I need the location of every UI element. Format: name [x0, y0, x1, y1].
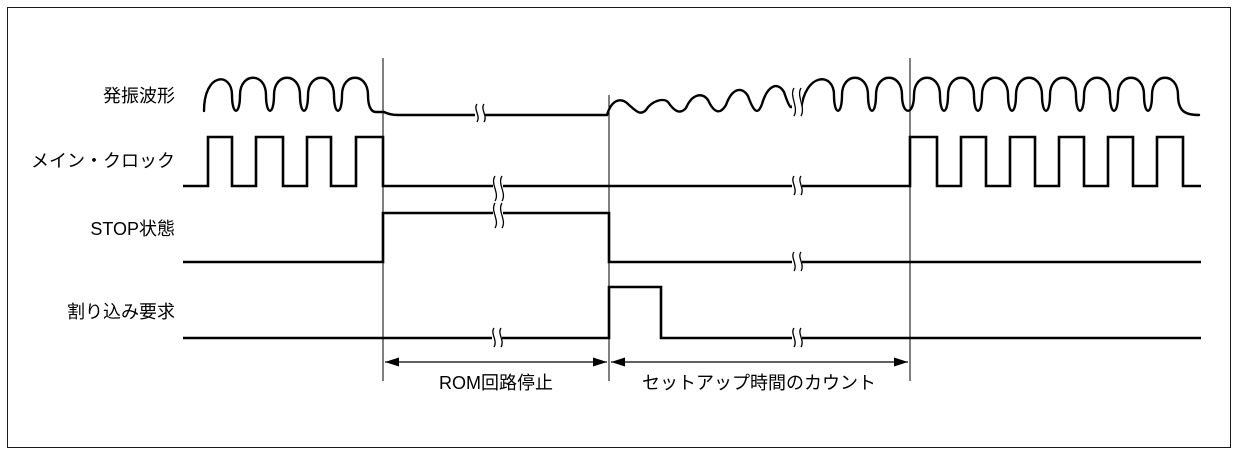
signal-label-stop: STOP状態: [90, 219, 175, 239]
stop-waveform: [183, 211, 1201, 264]
phase-label-rom-stop: ROM回路停止: [439, 373, 553, 393]
rom-stop-dimension: [385, 357, 607, 367]
osc-waveform-startup: [605, 84, 797, 117]
osc-waveform: [202, 76, 609, 117]
setup-dimension: [611, 357, 908, 367]
signal-label-irq: 割り込み要求: [67, 302, 175, 322]
clk-waveform: [183, 135, 1201, 188]
phase-label-setup: セットアップ時間のカウント: [642, 373, 876, 393]
break-marks: [475, 87, 804, 348]
osc-waveform-stable: [799, 76, 1201, 117]
signal-label-clk: メイン・クロック: [31, 151, 175, 171]
irq-waveform: [183, 285, 1201, 340]
diagram-frame: [7, 7, 1231, 448]
signal-label-osc: 発振波形: [103, 86, 175, 106]
